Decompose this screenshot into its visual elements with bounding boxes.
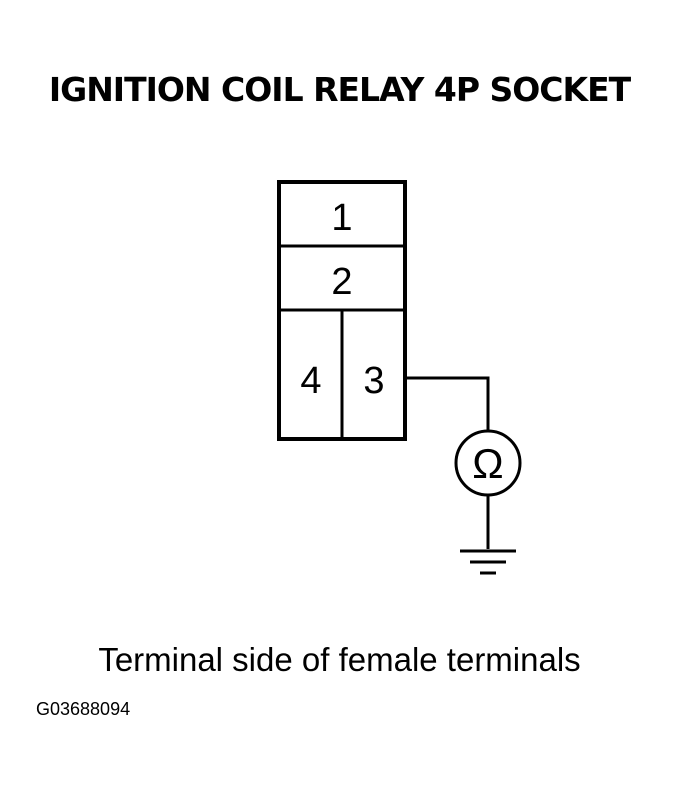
terminal-1-label: 1 [331, 197, 352, 239]
connector-socket: 1 2 4 3 [277, 180, 407, 441]
diagram-caption: Terminal side of female terminals [98, 641, 581, 678]
figure-code: G03688094 [36, 699, 131, 719]
terminal-3-label: 3 [363, 360, 384, 402]
terminal-4-label: 4 [300, 360, 321, 402]
ohm-symbol: Ω [472, 440, 503, 487]
diagram-title: IGNITION COIL RELAY 4P SOCKET [48, 70, 631, 109]
terminal-2-label: 2 [331, 261, 352, 303]
test-lead-wire [405, 376, 490, 431]
ground-icon [460, 549, 516, 575]
ohmmeter-icon: Ω [454, 429, 522, 497]
